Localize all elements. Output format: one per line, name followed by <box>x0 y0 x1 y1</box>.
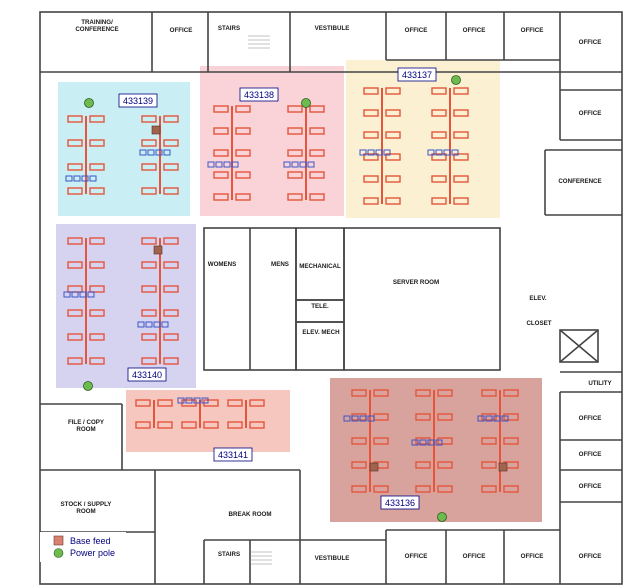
zone-label-433137: 433137 <box>402 70 432 80</box>
room-vestibule-top: VESTIBULE <box>315 25 350 32</box>
room-vestibule-bottom: VESTIBULE <box>315 555 350 562</box>
chair-row <box>411 439 443 446</box>
workstation-cluster <box>141 237 179 365</box>
room-mens: MENS <box>271 261 289 268</box>
legend-power-pole: Power pole <box>70 548 115 558</box>
zone-label-433138: 433138 <box>244 90 274 100</box>
workstation-cluster <box>135 399 173 429</box>
room-office-right-4: OFFICE <box>579 483 602 490</box>
room-office-top-1: OFFICE <box>170 27 193 34</box>
legend-base-feed: Base feed <box>70 536 111 546</box>
room-office-bottom-4: OFFICE <box>579 553 602 560</box>
walls <box>39 11 623 585</box>
base-feed-icon <box>498 462 508 472</box>
zone-label-433141: 433141 <box>218 450 248 460</box>
room-closet: CLOSET <box>526 320 551 327</box>
workstation-cluster <box>227 399 265 429</box>
room-office-right-1: OFFICE <box>579 110 602 117</box>
room-office-top-4: OFFICE <box>521 27 544 34</box>
room-office-right-3: OFFICE <box>579 451 602 458</box>
base-feed-swatch <box>53 535 64 546</box>
workstation-cluster <box>363 87 401 205</box>
room-mechanical: MECHANICAL <box>299 263 341 270</box>
workstation-clusters <box>63 87 519 493</box>
power-pole-swatch <box>53 548 64 558</box>
power-zones <box>56 60 542 522</box>
zone-area-433140 <box>56 224 196 388</box>
room-elev-mech: ELEV. MECH <box>302 329 340 336</box>
room-break-room: BREAK ROOM <box>229 511 272 518</box>
legend: Base feed Power pole <box>40 532 126 562</box>
room-training: TRAINING/CONFERENCE <box>75 19 118 33</box>
base-feed-icon <box>153 245 163 255</box>
workstation-cluster <box>481 389 519 493</box>
workstation-cluster <box>351 389 389 493</box>
chair-row <box>427 149 459 156</box>
chair-row <box>137 321 169 328</box>
chair-row <box>283 161 315 168</box>
room-office-right-2: OFFICE <box>579 415 602 422</box>
room-office-top-2: OFFICE <box>405 27 428 34</box>
room-server-room: SERVER ROOM <box>393 279 439 286</box>
power-pole-icon <box>83 381 93 391</box>
zone-area-433136 <box>330 378 542 522</box>
chair-row <box>343 415 375 422</box>
room-utility: UTILITY <box>588 380 612 387</box>
chair-row <box>207 161 239 168</box>
room-office-top-5: OFFICE <box>579 39 602 46</box>
power-pole-icon <box>84 98 94 108</box>
power-pole-icon <box>451 75 461 85</box>
workstation-cluster <box>213 105 251 201</box>
room-conference: CONFERENCE <box>558 178 601 185</box>
room-office-bottom-1: OFFICE <box>405 553 428 560</box>
room-elev: ELEV. <box>529 295 547 302</box>
workstation-cluster <box>431 87 469 205</box>
room-office-bottom-3: OFFICE <box>521 553 544 560</box>
base-feeds <box>151 125 508 472</box>
room-stairs-top: STAIRS <box>218 25 240 32</box>
chair-row <box>139 149 171 156</box>
zone-label-433140: 433140 <box>132 370 162 380</box>
base-feed-icon <box>369 462 379 472</box>
room-tele: TELE. <box>311 303 329 310</box>
room-stairs-bottom: STAIRS <box>218 551 240 558</box>
chair-row <box>359 149 391 156</box>
workstation-cluster <box>67 237 105 365</box>
room-labels: TRAINING/CONFERENCE OFFICE STAIRS VESTIB… <box>61 19 613 562</box>
base-feed-icon <box>151 125 161 135</box>
chair-row <box>477 415 509 422</box>
power-pole-icon <box>301 98 311 108</box>
zone-label-433139: 433139 <box>123 96 153 106</box>
room-womens: WOMENS <box>208 261 237 268</box>
chair-row <box>65 175 97 182</box>
zone-labels: 433139 433138 433137 433140 433141 43313… <box>118 67 437 510</box>
chair-row <box>63 291 95 298</box>
power-poles <box>83 75 461 522</box>
room-office-top-3: OFFICE <box>463 27 486 34</box>
zone-area-433137 <box>346 60 500 218</box>
workstation-cluster <box>287 105 325 201</box>
power-pole-icon <box>437 512 447 522</box>
zone-label-433136: 433136 <box>385 498 415 508</box>
room-office-bottom-2: OFFICE <box>463 553 486 560</box>
chair-row <box>177 397 209 404</box>
